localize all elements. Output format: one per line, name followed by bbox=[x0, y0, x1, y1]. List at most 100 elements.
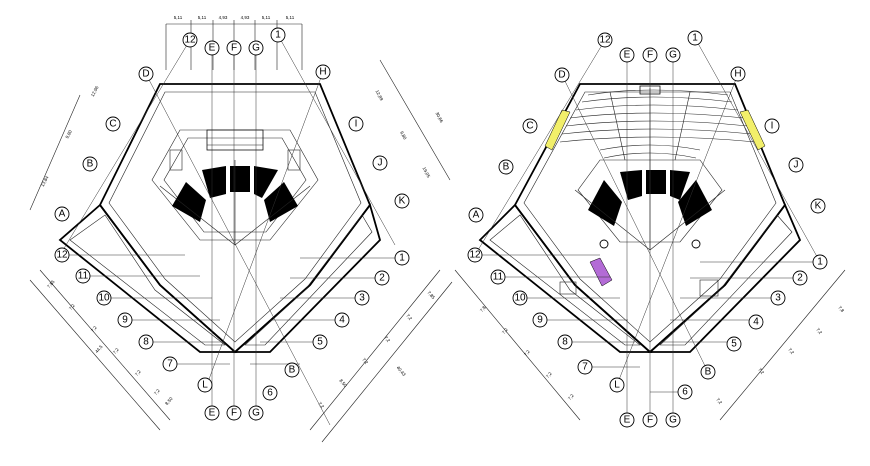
highlight-panel bbox=[544, 109, 571, 151]
axis-label: 1 bbox=[399, 253, 405, 264]
dim-label: 7,2 bbox=[153, 388, 161, 396]
axis-label: D bbox=[558, 70, 565, 81]
dim-label: 7,85 bbox=[46, 279, 56, 289]
axis-label: 2 bbox=[379, 273, 385, 284]
axis-label: J bbox=[794, 160, 799, 171]
left-seating-block bbox=[264, 182, 298, 222]
axis-label: F bbox=[647, 415, 653, 426]
axis-label: E bbox=[624, 50, 631, 61]
axis-label: D bbox=[142, 69, 149, 80]
right-auditorium bbox=[559, 159, 726, 297]
left-building-outline bbox=[58, 83, 382, 354]
axis-label: 10 bbox=[514, 293, 526, 304]
right-floor-plan: 12 E F G 1 D H C I B J A K 12 11 10 9 8 … bbox=[454, 30, 846, 428]
axis-label: C bbox=[109, 119, 116, 130]
axis-label: B bbox=[289, 365, 296, 376]
dim-label: 7,2 bbox=[90, 325, 98, 333]
axis-label: 12 bbox=[56, 250, 68, 261]
axis-label: G bbox=[669, 50, 677, 61]
left-floor-plan: 5,11 5,11 4,93 4,93 5,11 5,11 bbox=[29, 15, 453, 443]
axis-label: 1 bbox=[692, 33, 698, 44]
axis-label: 5 bbox=[317, 337, 323, 348]
right-seating-block bbox=[678, 180, 712, 226]
right-corner-axis-bubbles: D H C I B J A K bbox=[468, 66, 826, 223]
axis-label: 1 bbox=[817, 257, 823, 268]
left-top-dim-1: 5,11 bbox=[174, 15, 183, 20]
dim-label: 13,84 bbox=[40, 175, 50, 188]
left-seating-block bbox=[172, 182, 206, 222]
right-seating-block bbox=[646, 170, 666, 194]
highlight-panel bbox=[739, 109, 766, 151]
axis-label: 4 bbox=[753, 317, 759, 328]
axis-label: 4 bbox=[339, 315, 345, 326]
dim-label: 7,2 bbox=[134, 369, 142, 377]
dim-label: 7,2 bbox=[715, 397, 723, 405]
left-side-dimensions: 12,96 9,80 13,84 7,85 7,2 7,2 7,2 7,2 7,… bbox=[40, 85, 174, 406]
axis-label: 1 bbox=[275, 30, 281, 41]
axis-label: 8 bbox=[143, 337, 149, 348]
left-radial-bubbles-right: 1 2 3 4 5 6 bbox=[262, 250, 410, 401]
axis-label: 5 bbox=[731, 339, 737, 350]
axis-label: C bbox=[526, 121, 533, 132]
dim-label: 12,96 bbox=[90, 85, 100, 98]
axis-label: 12 bbox=[469, 250, 481, 261]
axis-label: 12 bbox=[184, 35, 196, 46]
dim-label: 7,2 bbox=[361, 357, 369, 365]
right-dimensions: 7,8 7,2 7,2 7,2 7,2 7,8 7,2 7,2 7,2 7,2 bbox=[479, 305, 845, 406]
dim-label: 7,2 bbox=[405, 313, 413, 321]
axis-label: 6 bbox=[267, 388, 273, 399]
axis-label: 3 bbox=[775, 293, 781, 304]
axis-label: 6 bbox=[682, 387, 688, 398]
axis-label: H bbox=[734, 69, 741, 80]
axis-label: 11 bbox=[78, 271, 89, 282]
axis-label: E bbox=[209, 408, 216, 419]
axis-label: 9 bbox=[537, 315, 543, 326]
dim-label: 8,50 bbox=[338, 378, 348, 388]
axis-label: A bbox=[473, 210, 480, 221]
axis-label: 9 bbox=[122, 315, 128, 326]
right-grid-lines bbox=[454, 37, 846, 421]
axis-label: E bbox=[624, 415, 631, 426]
dim-label: 7,2 bbox=[112, 347, 120, 355]
dim-label: 7,8 bbox=[837, 305, 845, 313]
dim-label: 7,2 bbox=[757, 367, 765, 375]
axis-label: 7 bbox=[167, 359, 173, 370]
axis-label: B bbox=[87, 159, 94, 170]
axis-label: K bbox=[399, 196, 406, 207]
axis-label: B bbox=[705, 367, 712, 378]
dim-label: 9,80 bbox=[399, 130, 408, 141]
right-seating-block bbox=[588, 180, 622, 226]
axis-label: I bbox=[771, 121, 774, 132]
dim-label: 7,2 bbox=[383, 335, 391, 343]
axis-label: F bbox=[231, 43, 237, 54]
left-seating-block bbox=[202, 166, 226, 198]
axis-label: 12 bbox=[599, 35, 611, 46]
dim-label: 7,2 bbox=[501, 327, 509, 335]
axis-label: A bbox=[59, 209, 66, 220]
dim-label: 7,8 bbox=[479, 305, 487, 313]
left-radial-bubbles-left: 12 11 10 9 8 7 bbox=[54, 247, 178, 372]
axis-label: L bbox=[202, 380, 208, 391]
dim-label: 7,2 bbox=[523, 349, 531, 357]
axis-label: 11 bbox=[493, 272, 504, 283]
right-bottom-axis-bubbles: L E F G B bbox=[609, 364, 716, 428]
left-top-dim-5: 5,11 bbox=[262, 15, 271, 20]
dim-label: 7,85 bbox=[426, 290, 436, 300]
axis-label: G bbox=[252, 43, 260, 54]
dim-label: 40,43 bbox=[396, 365, 407, 377]
dim-label: 44,5 bbox=[94, 344, 104, 354]
left-top-axis-bubbles: 12 E F G 1 bbox=[182, 27, 286, 56]
dim-label: 12,89 bbox=[374, 89, 384, 102]
axis-label: E bbox=[209, 43, 216, 54]
axis-label: I bbox=[355, 119, 358, 130]
accent-block bbox=[589, 257, 613, 287]
left-top-dim-3: 4,93 bbox=[219, 15, 228, 20]
axis-label: J bbox=[378, 158, 383, 169]
dim-label: 30,66 bbox=[434, 111, 444, 124]
right-seating-block bbox=[620, 170, 642, 200]
axis-label: B bbox=[503, 162, 510, 173]
dim-label: 7,2 bbox=[68, 303, 76, 311]
left-top-dim-6: 5,11 bbox=[286, 15, 295, 20]
dim-label: 7,2 bbox=[567, 393, 575, 401]
